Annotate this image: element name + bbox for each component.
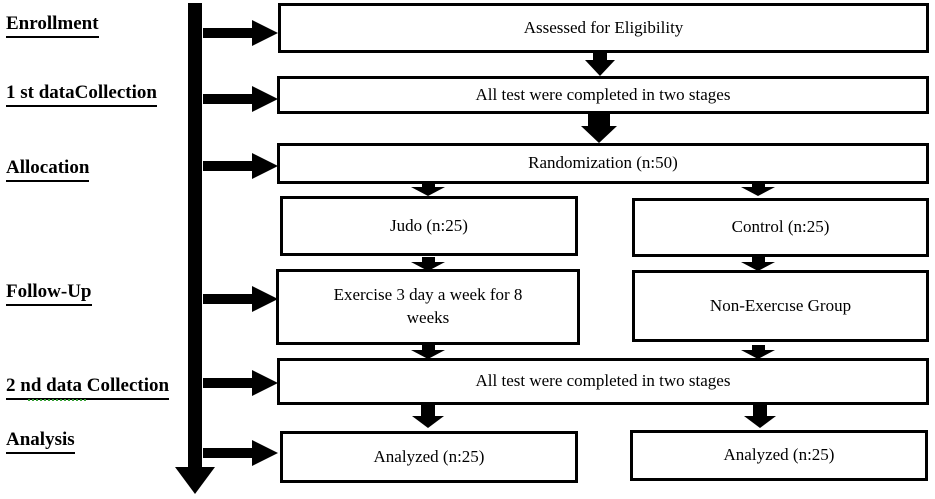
right-arrow-icon	[203, 86, 278, 112]
box-label: Analyzed (n:25)	[723, 445, 835, 465]
box-second-tests: All test were completed in two stages	[277, 358, 929, 405]
stage-label-analysis: Analysis	[6, 429, 75, 454]
box-non-exercise-group: Non-Exercıse Group	[632, 270, 929, 342]
right-arrow-icon	[203, 440, 278, 466]
box-analyzed-control: Analyzed (n:25)	[630, 430, 928, 481]
box-judo-group: Judo (n:25)	[280, 196, 578, 256]
down-arrow-icon	[741, 184, 775, 196]
right-arrow-icon	[203, 20, 278, 46]
right-arrow-icon	[203, 370, 278, 396]
down-arrow-icon	[411, 345, 445, 359]
down-arrow-icon	[581, 113, 617, 143]
stage-label-allocation: Allocation	[6, 157, 90, 182]
box-label: Non-Exercıse Group	[709, 295, 852, 315]
box-first-tests: All test were completed in two stages	[277, 76, 929, 114]
spellcheck-squiggle	[28, 399, 86, 401]
box-control-group: Control (n:25)	[632, 198, 929, 257]
right-arrow-icon	[203, 153, 278, 179]
box-label: Exercise 3 day a week for 8 weeks	[333, 285, 523, 327]
box-label: Judo (n:25)	[390, 215, 468, 235]
down-arrow-icon	[741, 257, 775, 271]
down-arrow-icon	[412, 405, 444, 428]
box-label: Control (n:25)	[731, 217, 830, 237]
stage-label-enrollment: Enrollment	[6, 13, 99, 38]
down-arrow-icon	[741, 345, 775, 359]
timeline-arrowhead-icon	[175, 467, 215, 494]
down-arrow-icon	[744, 405, 776, 428]
box-label: Randomization (n:50)	[528, 153, 678, 173]
box-analyzed-judo: Analyzed (n:25)	[280, 431, 578, 483]
down-arrow-icon	[411, 257, 445, 271]
box-label: Assessed for Eligibility	[523, 17, 684, 37]
timeline-arrow	[188, 3, 202, 467]
box-assessed-for-eligibility: Assessed for Eligibility	[278, 3, 929, 53]
right-arrow-icon	[203, 286, 278, 312]
down-arrow-icon	[585, 52, 615, 76]
box-label: All test were completed in two stages	[475, 84, 731, 104]
stage-label-first-data-collection: 1 st dataCollection	[6, 82, 157, 107]
stage-label-follow-up: Follow-Up	[6, 281, 92, 306]
box-randomization: Randomization (n:50)	[277, 143, 929, 184]
stage-label-second-data-collection: 2 nd data Collection	[6, 375, 170, 400]
box-exercise-schedule: Exercise 3 day a week for 8 weeks	[276, 269, 580, 345]
box-label: All test were completed in two stages	[475, 371, 731, 391]
down-arrow-icon	[411, 184, 445, 196]
box-label: Analyzed (n:25)	[373, 446, 485, 466]
